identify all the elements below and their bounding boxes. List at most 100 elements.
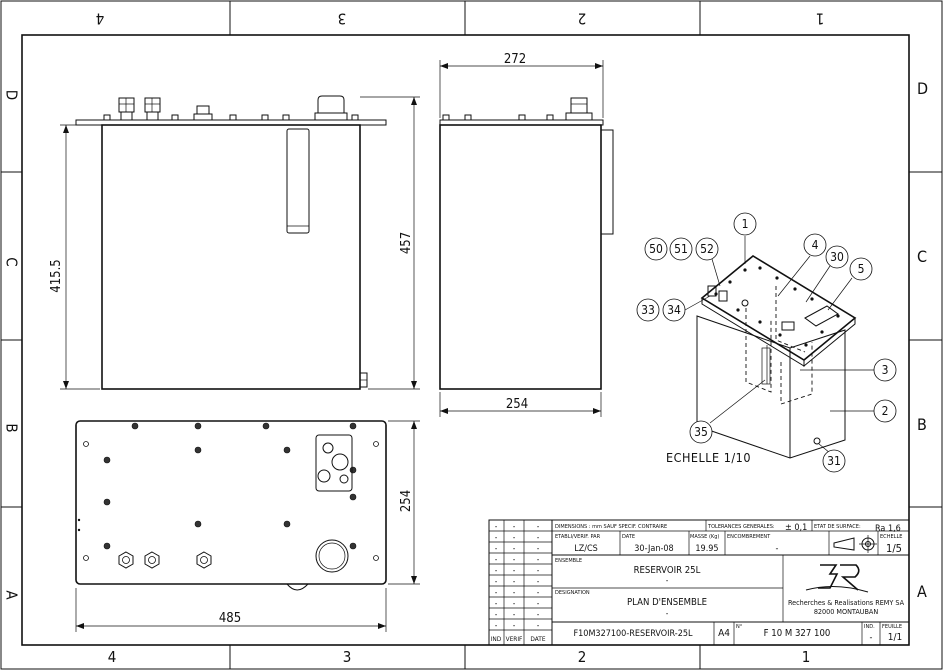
svg-text:51: 51	[674, 242, 688, 256]
format-value: A4	[718, 628, 730, 639]
svg-text:3: 3	[882, 363, 889, 377]
callouts: 1 4 30 5 50 51 52	[636, 212, 897, 473]
zone-bottom-1: 1	[802, 648, 811, 666]
zone-right-C: C	[917, 247, 927, 266]
dim-front-height: 415.5	[49, 259, 64, 292]
projection-symbol	[833, 535, 877, 553]
svg-text:52: 52	[700, 242, 714, 256]
front-view	[75, 95, 387, 390]
ensemble-value: RESERVOIR 25L	[634, 565, 701, 576]
dim-side-width-bottom: 254	[506, 397, 528, 412]
etabli-label: ETABLI/VERIF. PAR	[555, 534, 601, 540]
top-dimensions: 485 254	[75, 420, 420, 632]
side-view	[439, 97, 614, 390]
zone-bottom-4: 4	[108, 648, 117, 666]
file-name: F10M327100-RESERVOIR-25L	[573, 629, 693, 639]
svg-text:-: -	[513, 588, 516, 597]
surface-label: ETAT DE SURFACE:	[814, 524, 861, 530]
top-view	[75, 420, 387, 591]
revision-table: --- --- --- --- --- --- --- --- --- --- …	[491, 522, 546, 643]
company-name: Recherches & Realisations REMY SA	[788, 598, 905, 607]
callout-35: 35	[689, 379, 766, 444]
svg-text:-: -	[537, 588, 540, 597]
callout-5: 5	[827, 257, 873, 311]
svg-text:-: -	[537, 577, 540, 586]
echelle-value: 1/5	[886, 542, 902, 555]
ensemble-label: ENSEMBLE	[555, 558, 582, 564]
svg-text:-: -	[495, 566, 498, 575]
front-dimensions: 415.5 457	[49, 96, 420, 390]
callout-30: 30	[805, 245, 849, 303]
date-value: 30-Jan-08	[634, 544, 673, 554]
svg-text:-: -	[537, 522, 540, 531]
masse-value: 19.95	[695, 544, 718, 554]
callout-50: 50	[644, 237, 668, 261]
feuille-label: FEUILLE	[882, 624, 902, 630]
svg-text:-: -	[495, 610, 498, 619]
echelle-label: ECHELLE	[880, 534, 902, 540]
svg-text:-: -	[537, 566, 540, 575]
svg-text:-: -	[513, 522, 516, 531]
zone-right-A: A	[917, 582, 927, 601]
flange-bolts	[103, 114, 359, 121]
svg-text:-: -	[513, 533, 516, 542]
svg-text:-: -	[495, 544, 498, 553]
svg-text:50: 50	[649, 242, 663, 256]
callout-34: 34	[662, 295, 711, 322]
dim-front-total-height: 457	[399, 232, 414, 254]
dim-top-width: 485	[219, 611, 241, 626]
svg-text:-: -	[513, 544, 516, 553]
scale-note: ECHELLE 1/10	[666, 450, 751, 465]
zone-labels: 4 3 2 1 4 3 2 1 D C B A D C B A	[3, 10, 929, 667]
isometric-view	[696, 255, 857, 459]
svg-text:-: -	[537, 555, 540, 564]
svg-text:-: -	[537, 599, 540, 608]
top-bolt-holes	[103, 422, 357, 550]
svg-text:-: -	[537, 533, 540, 542]
etabli-value: LZ/CS	[574, 544, 598, 554]
surface-value: Ra 1,6	[875, 524, 901, 534]
svg-text:-: -	[495, 588, 498, 597]
callout-3: 3	[800, 358, 897, 382]
zone-left-D: D	[3, 90, 21, 100]
callout-31: 31	[818, 443, 846, 473]
zone-top-2: 2	[578, 10, 587, 28]
designation-sub: -	[666, 609, 669, 618]
side-filler-cap	[565, 97, 593, 121]
svg-text:-: -	[513, 577, 516, 586]
zone-right-B: B	[917, 415, 927, 434]
ind-value: -	[870, 633, 873, 643]
svg-text:30: 30	[830, 250, 844, 264]
svg-text:-: -	[495, 621, 498, 630]
tolerances-label: TOLERANCES GENERALES:	[707, 524, 775, 530]
svg-text:-: -	[537, 621, 540, 630]
rev-header-ind: IND	[491, 635, 502, 643]
dimensions-note: DIMENSIONS : mm SAUF SPECIF. CONTRAIRE	[555, 524, 667, 530]
title-block	[488, 519, 910, 646]
company-logo	[805, 564, 869, 593]
number-label: N°	[736, 624, 743, 630]
dim-side-width-top: 272	[504, 52, 526, 67]
dim-top-depth: 254	[399, 490, 414, 512]
top-small-holes	[83, 441, 379, 561]
svg-text:-: -	[537, 610, 540, 619]
zone-left-A: A	[3, 590, 21, 600]
svg-text:-: -	[495, 522, 498, 531]
svg-text:5: 5	[858, 262, 865, 276]
svg-text:-: -	[495, 577, 498, 586]
callout-1: 1	[733, 212, 757, 264]
cover-plate	[315, 434, 353, 492]
ensemble-sub: -	[666, 576, 669, 585]
svg-text:-: -	[513, 599, 516, 608]
side-dimensions: 272 254	[439, 52, 604, 417]
zone-bottom-3: 3	[343, 648, 352, 666]
zone-left-C: C	[3, 257, 21, 266]
fitting-right	[144, 97, 161, 121]
zone-right-D: D	[917, 79, 928, 98]
zone-top-1: 1	[816, 10, 825, 28]
title-block-text: DIMENSIONS : mm SAUF SPECIF. CONTRAIRE T…	[555, 523, 905, 643]
number-value: F 10 M 327 100	[764, 628, 831, 639]
svg-text:-: -	[513, 566, 516, 575]
designation-label: DESIGNATION	[555, 590, 590, 596]
svg-text:-: -	[495, 533, 498, 542]
